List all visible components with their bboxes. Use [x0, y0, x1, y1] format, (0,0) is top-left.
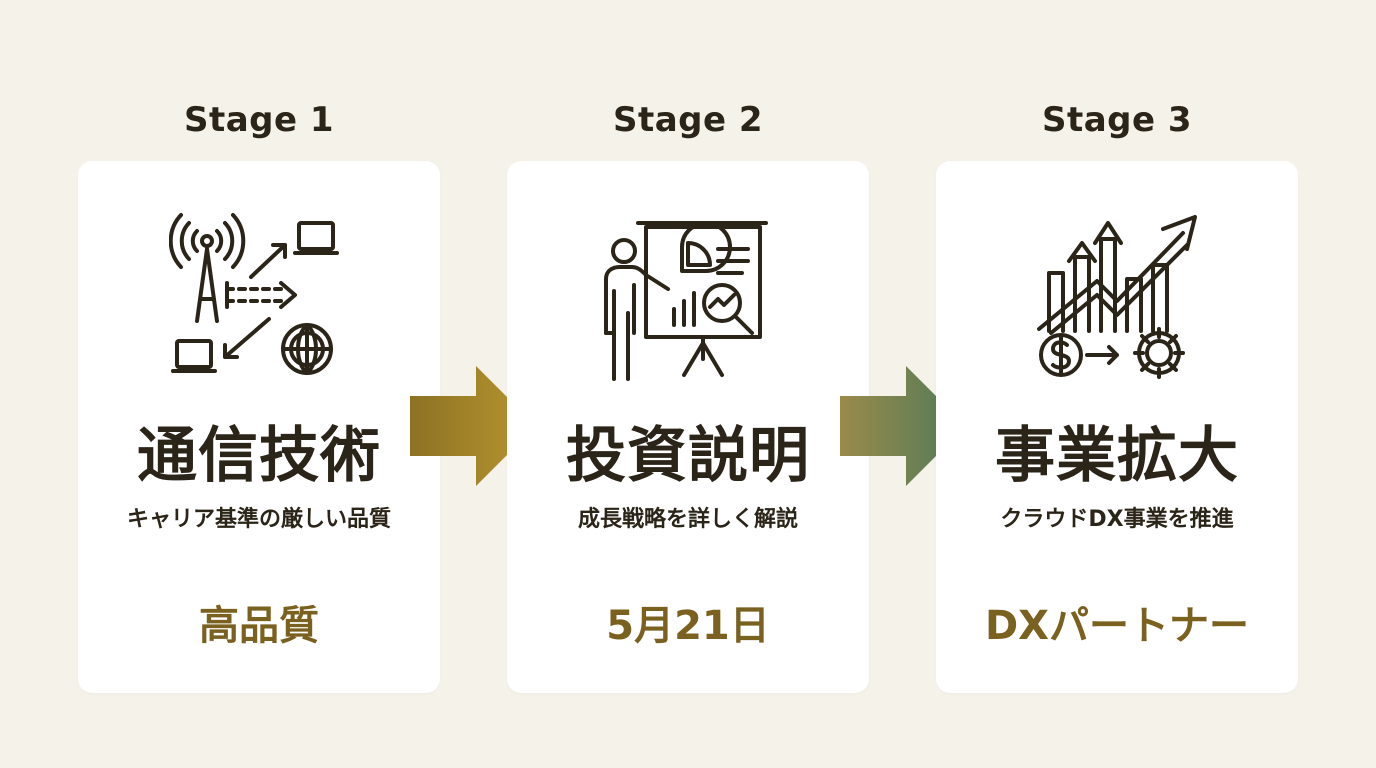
card-highlight: 高品質 [199, 603, 319, 649]
stage-card: 投資説明 成長戦略を詳しく解説 5月21日 [507, 161, 869, 693]
stage-label: Stage 2 [612, 100, 764, 140]
stage-label: Stage 3 [1041, 100, 1193, 140]
stage-label: Stage 1 [183, 100, 335, 140]
network-communication-icon [169, 209, 349, 389]
card-description: クラウドDX事業を推進 [1000, 507, 1234, 532]
card-highlight: DXパートナー [984, 603, 1250, 649]
card-description: 成長戦略を詳しく解説 [577, 507, 798, 532]
card-title: 投資説明 [566, 421, 810, 491]
card-description: キャリア基準の厳しい品質 [126, 507, 391, 532]
presentation-chart-icon [598, 209, 778, 389]
stage-card: 通信技術 キャリア基準の厳しい品質 高品質 [78, 161, 440, 693]
growth-chart-icon [1027, 209, 1207, 389]
card-title: 事業拡大 [995, 421, 1239, 491]
right-arrow-icon [840, 366, 966, 486]
right-arrow-icon [410, 366, 536, 486]
card-title: 通信技術 [137, 421, 381, 491]
card-highlight: 5月21日 [606, 603, 770, 649]
stage-card: 事業拡大 クラウドDX事業を推進 DXパートナー [936, 161, 1298, 693]
